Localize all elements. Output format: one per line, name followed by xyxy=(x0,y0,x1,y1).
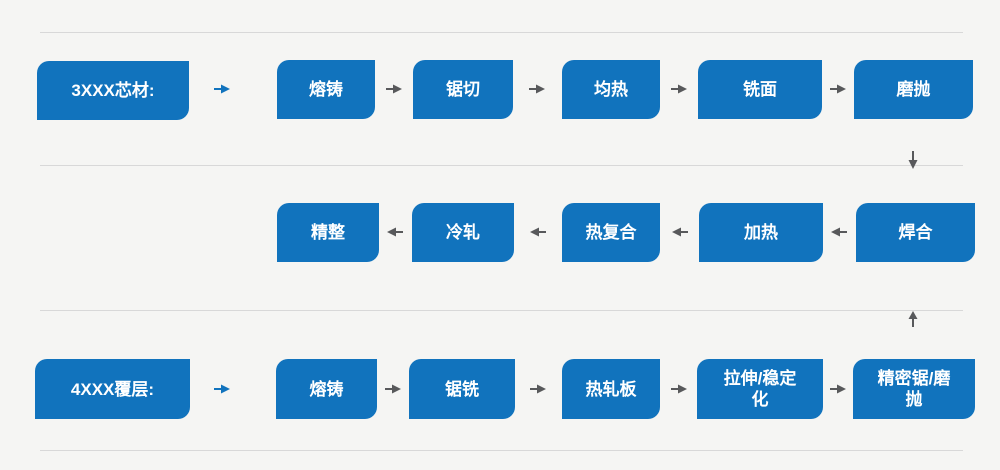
flow-label-3xxx-core: 3XXX芯材: xyxy=(37,61,189,120)
process-step: 精整 xyxy=(277,203,379,262)
process-step: 均热 xyxy=(562,60,660,119)
arrow-right-icon xyxy=(670,83,688,95)
arrow-left-icon xyxy=(671,226,689,238)
process-step: 熔铸 xyxy=(277,60,375,119)
arrow-down-icon xyxy=(907,150,919,170)
arrow-left-icon xyxy=(830,226,848,238)
process-step: 热轧板 xyxy=(562,359,660,419)
arrow-right-icon xyxy=(829,83,847,95)
arrow-up-icon xyxy=(907,311,919,328)
arrow-right-icon xyxy=(829,383,847,395)
arrow-right-icon xyxy=(528,83,546,95)
arrow-right-icon xyxy=(385,83,403,95)
divider-line xyxy=(40,32,963,33)
process-step: 加热 xyxy=(699,203,823,262)
process-step: 拉伸/稳定 化 xyxy=(697,359,823,419)
process-step: 锯铣 xyxy=(409,359,515,419)
arrow-right-icon xyxy=(670,383,688,395)
process-step: 铣面 xyxy=(698,60,822,119)
arrow-right-icon xyxy=(529,383,547,395)
arrow-right-icon xyxy=(213,383,231,395)
arrow-right-icon xyxy=(384,383,402,395)
process-step: 精密锯/磨 抛 xyxy=(853,359,975,419)
arrow-left-icon xyxy=(386,226,404,238)
process-step: 熔铸 xyxy=(276,359,377,419)
arrow-right-icon xyxy=(213,83,231,95)
process-step: 冷轧 xyxy=(412,203,514,262)
process-step: 磨抛 xyxy=(854,60,973,119)
process-step: 焊合 xyxy=(856,203,975,262)
process-step: 锯切 xyxy=(413,60,513,119)
divider-line xyxy=(40,310,963,311)
divider-line xyxy=(40,165,963,166)
flow-label-4xxx-clad: 4XXX覆层: xyxy=(35,359,190,419)
divider-line xyxy=(40,450,963,451)
arrow-left-icon xyxy=(529,226,547,238)
process-step: 热复合 xyxy=(562,203,660,262)
